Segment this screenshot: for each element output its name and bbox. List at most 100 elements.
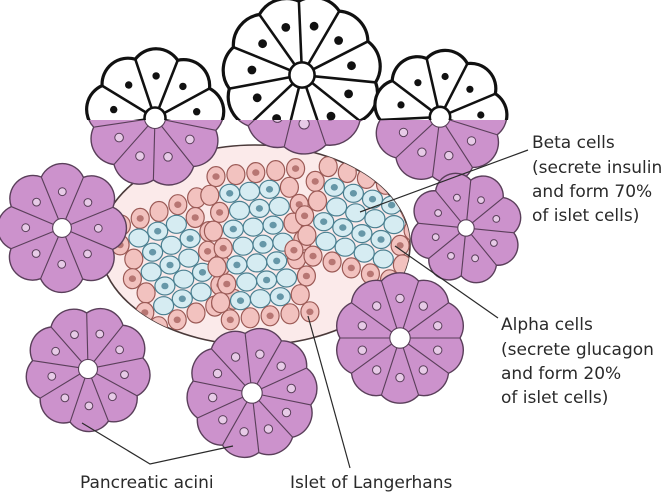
nucleus — [445, 151, 453, 159]
beta-cell — [270, 288, 290, 306]
acini-label: Pancreatic acini — [80, 473, 214, 493]
nucleus — [193, 108, 200, 115]
alpha-cell — [207, 167, 225, 187]
nucleus — [179, 83, 186, 90]
nucleus — [136, 152, 145, 161]
acinus-right — [411, 173, 520, 282]
beta-cell — [267, 252, 287, 270]
acinus-lumen — [390, 328, 410, 348]
alpha-cell — [306, 171, 324, 191]
beta-cell — [227, 256, 247, 274]
beta-cell — [314, 213, 334, 231]
acinus-top-center — [223, 0, 380, 154]
beta-cell — [343, 184, 363, 202]
beta-cell — [363, 190, 383, 208]
beta-cell — [160, 256, 180, 274]
nucleus — [373, 366, 381, 374]
beta-label-line-2: (secrete insulin — [532, 158, 662, 178]
acinus-lumen — [289, 62, 314, 87]
alpha-cell — [391, 235, 409, 255]
nucleus — [264, 425, 272, 433]
alpha-cell — [218, 274, 236, 294]
beta-cell — [352, 225, 372, 243]
nucleus — [94, 224, 102, 232]
alpha-cell — [186, 208, 204, 228]
beta-label-line-4: of islet cells) — [532, 206, 639, 226]
alpha-label-line-2: (secrete glucagon — [501, 340, 654, 360]
nucleus — [125, 81, 132, 88]
beta-cell — [148, 222, 168, 240]
acinus-top-right — [375, 50, 507, 182]
nucleus — [219, 416, 227, 424]
alpha-cell — [323, 252, 341, 272]
nucleus — [84, 250, 92, 258]
nucleus — [209, 393, 217, 401]
nucleus — [281, 23, 290, 32]
alpha-cell — [221, 310, 239, 330]
nucleus — [33, 198, 41, 206]
nucleus — [164, 153, 173, 162]
nucleus — [327, 112, 336, 121]
nucleus — [414, 79, 421, 86]
nucleus — [466, 86, 473, 93]
nucleus — [58, 188, 66, 196]
alpha-cell — [304, 246, 322, 266]
alpha-cell — [261, 306, 279, 326]
beta-cell — [260, 180, 280, 198]
nucleus — [253, 93, 262, 102]
nucleus — [442, 73, 449, 80]
nucleus — [434, 346, 442, 354]
nucleus — [493, 216, 500, 223]
nucleus — [344, 90, 353, 99]
alpha-cell — [285, 240, 303, 260]
nucleus — [277, 362, 285, 370]
nucleus — [52, 347, 60, 355]
acinus-left — [0, 164, 126, 293]
nucleus — [396, 294, 404, 302]
nucleus — [467, 137, 475, 145]
nucleus — [472, 255, 479, 262]
nucleus — [448, 253, 455, 260]
alpha-cell — [296, 206, 314, 226]
alpha-cell — [301, 302, 319, 322]
islet-label: Islet of Langerhans — [290, 473, 452, 493]
alpha-cell — [214, 238, 232, 258]
nucleus — [282, 408, 290, 416]
beta-cell — [143, 243, 163, 261]
nucleus — [419, 366, 427, 374]
nucleus — [477, 111, 484, 118]
nucleus — [373, 302, 381, 310]
nucleus — [115, 133, 124, 142]
nucleus — [358, 346, 366, 354]
nucleus — [32, 250, 40, 258]
alpha-cell — [287, 159, 305, 179]
nucleus — [121, 371, 129, 379]
alpha-cell — [342, 258, 360, 278]
alpha-cell — [123, 269, 141, 289]
alpha-cell — [131, 208, 149, 228]
nucleus — [419, 302, 427, 310]
beta-cell — [333, 219, 353, 237]
nucleus — [454, 194, 461, 201]
alpha-cell — [168, 310, 186, 330]
nucleus — [116, 346, 124, 354]
alpha-cell — [247, 163, 265, 183]
nucleus — [435, 210, 442, 217]
acinus-bottom-left — [26, 309, 150, 432]
nucleus — [22, 224, 30, 232]
acinus-lumen — [242, 383, 262, 403]
alpha-cell — [211, 202, 229, 222]
nucleus — [213, 369, 221, 377]
alpha-label-line-1: Alpha cells — [501, 315, 593, 335]
nucleus — [310, 22, 319, 31]
beta-cell — [220, 184, 240, 202]
nucleus — [287, 384, 295, 392]
alpha-label-line-3: and form 20% — [501, 364, 621, 384]
nucleus — [61, 394, 69, 402]
nucleus — [96, 330, 104, 338]
beta-cell — [371, 231, 391, 249]
beta-cell — [253, 235, 273, 253]
beta-cell — [324, 178, 344, 196]
beta-cell — [172, 290, 192, 308]
